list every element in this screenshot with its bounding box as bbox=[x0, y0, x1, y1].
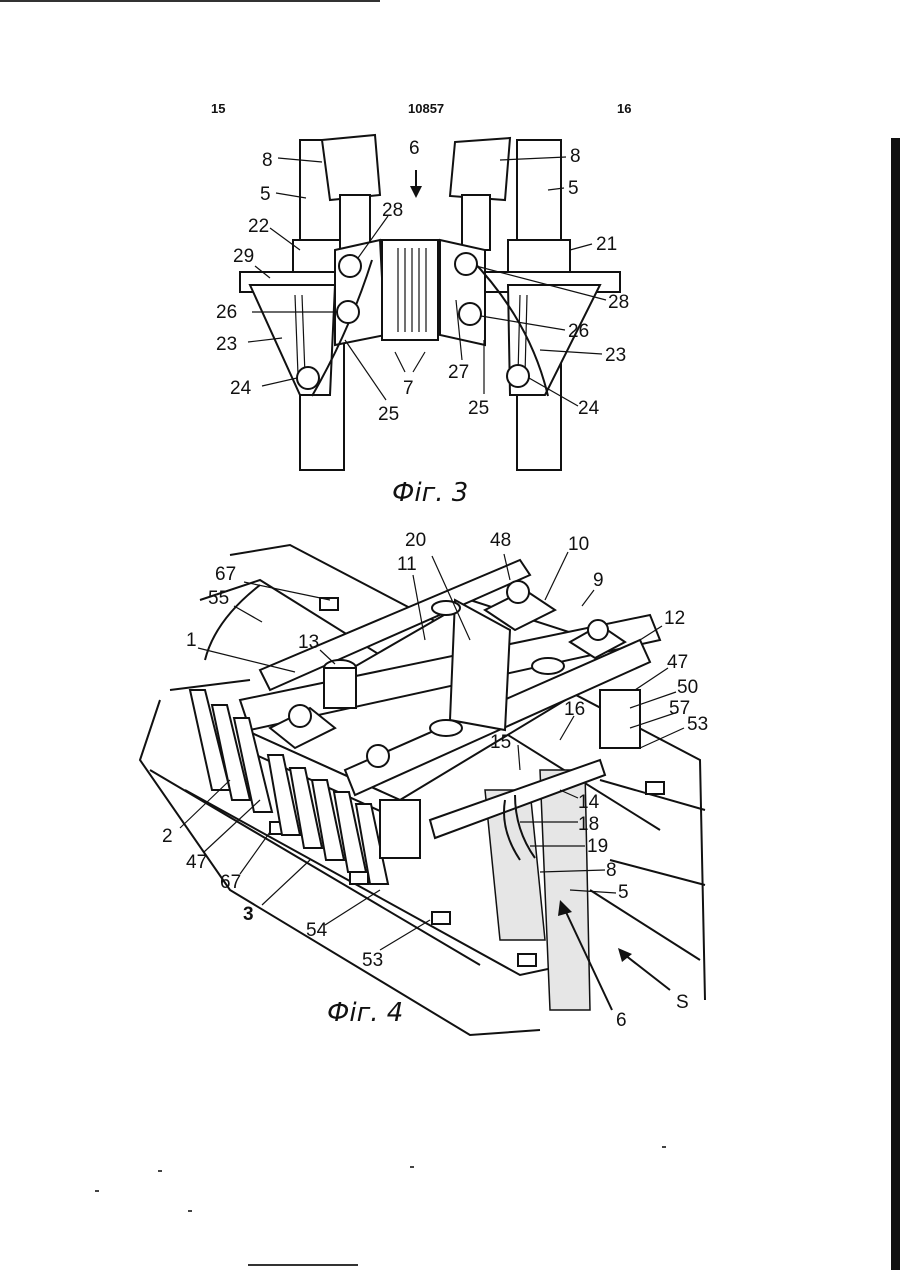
fig4-label: 19 bbox=[587, 836, 608, 857]
fig3-left-cylinder bbox=[322, 135, 380, 200]
figure3-drawing bbox=[240, 135, 620, 470]
fig4-label: 12 bbox=[664, 608, 685, 629]
figure4-caption: Фіг. 4 bbox=[327, 998, 403, 1028]
fig4-label: 53 bbox=[687, 714, 708, 735]
fig4-bolt bbox=[289, 705, 311, 727]
fig4-clamp-block-right bbox=[600, 690, 640, 748]
figure4-drawing bbox=[140, 545, 705, 1035]
fig3-label: 29 bbox=[233, 246, 254, 267]
fig4-label: 8 bbox=[606, 860, 617, 881]
fig4-label: 53 bbox=[362, 950, 383, 971]
fig4-label: 2 bbox=[162, 826, 173, 847]
fig3-label: 28 bbox=[608, 292, 629, 313]
fig3-right-rod bbox=[462, 195, 490, 250]
fig3-right-cylinder bbox=[450, 138, 510, 200]
fig4-rail-block bbox=[518, 954, 536, 966]
fig3-label: 24 bbox=[230, 378, 252, 399]
fig4-label: 55 bbox=[208, 588, 229, 609]
fig3-pin-28-left bbox=[339, 255, 361, 277]
fig4-cylinder bbox=[532, 658, 564, 674]
fig3-label: 26 bbox=[216, 302, 237, 323]
fig4-label: 47 bbox=[186, 852, 207, 873]
fig3-label: 22 bbox=[248, 216, 269, 237]
fig4-label: 1 bbox=[186, 630, 197, 651]
fig3-label: 24 bbox=[578, 398, 600, 419]
fig3-label: 5 bbox=[568, 178, 579, 199]
fig4-cylinder bbox=[430, 720, 462, 736]
fig4-label: 3 bbox=[243, 904, 254, 925]
fig4-clamp-block-left bbox=[380, 800, 420, 858]
fig3-pin-26-right bbox=[459, 303, 481, 325]
fig3-label: 28 bbox=[382, 200, 403, 221]
fig3-label: 5 bbox=[260, 184, 271, 205]
fig4-label: 20 bbox=[405, 530, 426, 551]
fig4-bolt-48 bbox=[507, 581, 529, 603]
fig3-label: 8 bbox=[570, 146, 581, 167]
fig4-label: 16 bbox=[564, 699, 585, 720]
fig3-pin-26-left bbox=[337, 301, 359, 323]
fig4-label: 50 bbox=[677, 677, 698, 698]
fig4-rail-block bbox=[646, 782, 664, 794]
figure3-caption: Фіг. 3 bbox=[392, 478, 468, 508]
fig3-label: 25 bbox=[378, 404, 399, 425]
fig3-left-rod bbox=[340, 195, 370, 250]
fig3-label: 23 bbox=[605, 345, 626, 366]
fig4-label: 14 bbox=[578, 792, 600, 813]
fig3-pin-24-left bbox=[297, 367, 319, 389]
fig3-label: 8 bbox=[262, 150, 273, 171]
fig4-label: 48 bbox=[490, 530, 511, 551]
fig4-label: 6 bbox=[616, 1010, 627, 1031]
fig4-label: 9 bbox=[593, 570, 604, 591]
fig4-label: 67 bbox=[220, 872, 241, 893]
fig3-label: 21 bbox=[596, 234, 617, 255]
fig4-rail-block bbox=[432, 912, 450, 924]
fig3-label: 6 bbox=[409, 138, 420, 159]
fig3-label: 7 bbox=[403, 378, 414, 399]
fig4-label: 11 bbox=[397, 554, 417, 575]
fig4-label: 15 bbox=[490, 732, 511, 753]
fig4-rail-block bbox=[350, 872, 368, 884]
fig3-center-clamp bbox=[382, 240, 438, 340]
fig3-label: 26 bbox=[568, 321, 589, 342]
fig3-label: 25 bbox=[468, 398, 489, 419]
fig4-label: S bbox=[676, 992, 689, 1013]
fig3-label: 23 bbox=[216, 334, 237, 355]
fig4-bolt bbox=[588, 620, 608, 640]
fig4-label: 13 bbox=[298, 632, 319, 653]
fig3-pin-24-right bbox=[507, 365, 529, 387]
fig4-bolt bbox=[367, 745, 389, 767]
fig4-label: 10 bbox=[568, 534, 589, 555]
fig3-right-bracket bbox=[508, 240, 570, 275]
fig4-label: 54 bbox=[306, 920, 328, 941]
fig4-label: 47 bbox=[667, 652, 688, 673]
fig4-label: 18 bbox=[578, 814, 599, 835]
fig3-label: 27 bbox=[448, 362, 469, 383]
fig3-pin-28-right bbox=[455, 253, 477, 275]
fig4-cylinder-13-body bbox=[324, 668, 356, 708]
fig4-label: 67 bbox=[215, 564, 236, 585]
fig4-label: 5 bbox=[618, 882, 629, 903]
